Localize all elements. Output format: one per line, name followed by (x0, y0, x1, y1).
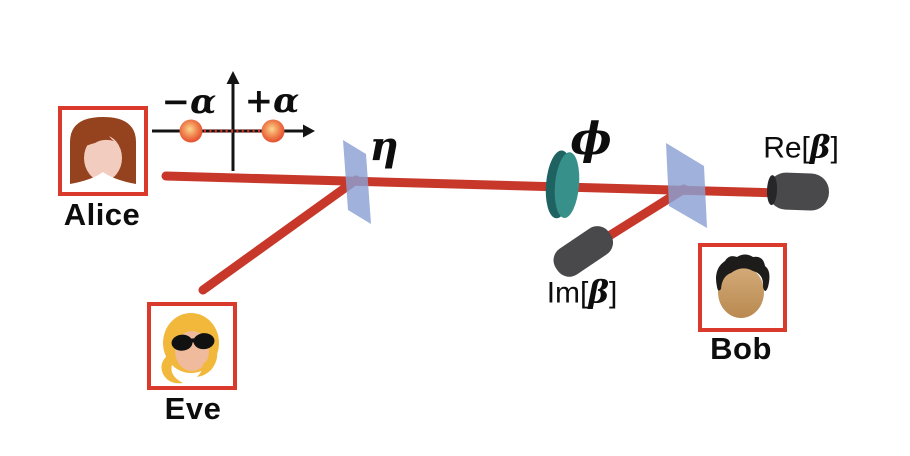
detector-im-beta (553, 226, 614, 277)
beamsplitter-eta (343, 140, 371, 224)
eve-avatar-icon (161, 313, 219, 384)
bob-avatar-icon (716, 254, 770, 318)
plus-alpha-label: +α (244, 81, 300, 121)
eve-tap-beam (198, 175, 361, 295)
phase-modulator-disc (545, 150, 580, 219)
bob-photo-box (698, 243, 787, 332)
im-beta-label: Im[β] (546, 274, 618, 311)
detector-re-beta (766, 172, 829, 211)
eve-label: Eve (164, 391, 222, 426)
alice-label: Alice (63, 197, 141, 232)
eve-photo-box (147, 302, 237, 390)
eta-transmittance-label: η (369, 123, 399, 170)
h-axis-arrow-icon (303, 124, 315, 138)
beamsplitter-bob (666, 143, 707, 228)
detector-re-aperture (766, 175, 778, 206)
alice-photo-box (58, 106, 148, 196)
phase-disc-face (554, 152, 580, 218)
phi-phase-label: ϕ (570, 114, 612, 165)
re-beta-label: Re[β] (763, 129, 839, 166)
alice-avatar-icon (70, 117, 136, 192)
state-ball-plus-alpha-icon (261, 119, 285, 143)
state-ball-minus-alpha-icon (179, 119, 203, 143)
v-axis-arrow-icon (226, 71, 240, 84)
bob-label: Bob (710, 331, 772, 366)
minus-alpha-label: −α (161, 82, 217, 122)
